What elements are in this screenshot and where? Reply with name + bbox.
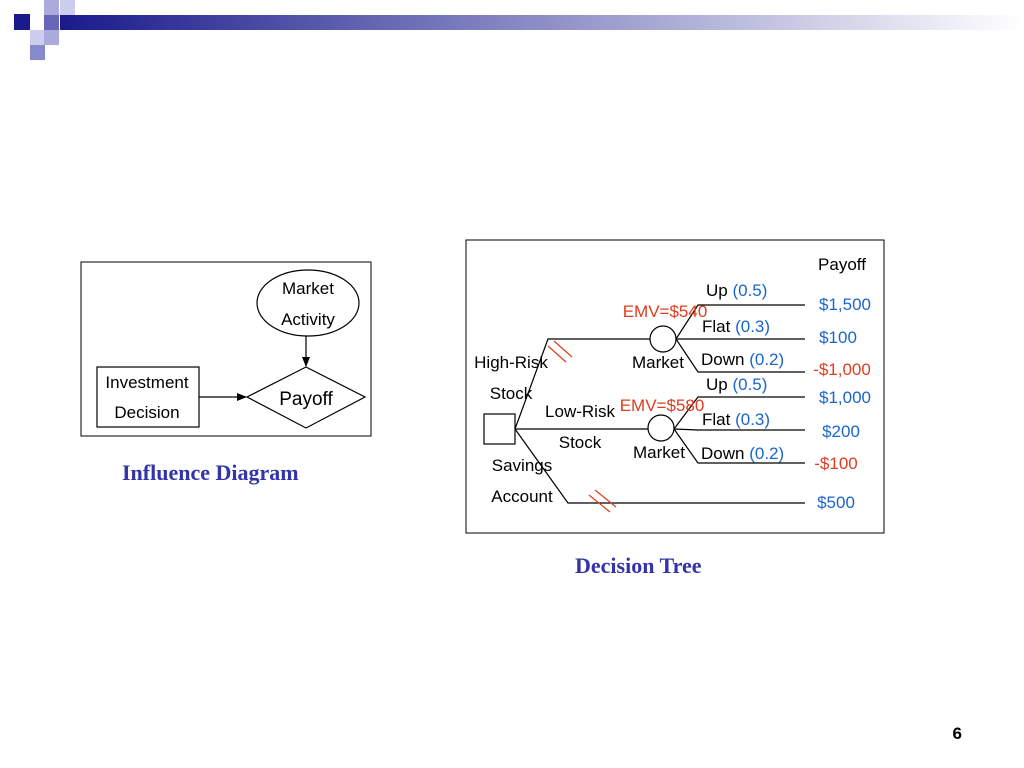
- payoff-value: $100: [819, 328, 857, 347]
- header-square: [44, 15, 59, 30]
- market-label: Market: [632, 353, 684, 372]
- high-risk-label: High-Risk: [474, 353, 548, 372]
- payoff-value: $1,000: [819, 388, 871, 407]
- outcome-label: Down (0.2): [701, 444, 784, 463]
- header-square: [14, 14, 30, 30]
- low-risk-label: Low-Risk: [545, 402, 615, 421]
- outcome-state: Up: [706, 281, 728, 300]
- outcome-label: Flat (0.3): [702, 410, 770, 429]
- market-activity-label: Activity: [281, 310, 335, 329]
- decision-tree-frame: [465, 239, 885, 534]
- decision-tree-caption: Decision Tree: [575, 553, 702, 578]
- outcome-line: [673, 396, 805, 430]
- savings-branch-line: [514, 428, 805, 504]
- header-square: [30, 30, 45, 45]
- outcome-label: Up (0.5): [706, 375, 767, 394]
- header-square: [44, 0, 59, 15]
- investment-decision-label: Investment: [105, 373, 188, 392]
- emv-low-risk: EMV=$580: [620, 396, 705, 415]
- payoff-value: $200: [822, 422, 860, 441]
- savings-label: Savings: [492, 456, 552, 475]
- prune-mark: [553, 340, 573, 358]
- outcome-line: [675, 338, 805, 373]
- outcome-label: Flat (0.3): [702, 317, 770, 336]
- prune-mark: [547, 345, 567, 363]
- savings-label: Account: [491, 487, 553, 506]
- low-risk-label: Stock: [559, 433, 602, 452]
- outcome-state: Down: [701, 444, 744, 463]
- chance-node-low-risk: [647, 414, 675, 442]
- header-square: [30, 45, 45, 60]
- outcome-probability: (0.2): [749, 350, 784, 369]
- outcome-probability: (0.3): [735, 317, 770, 336]
- outcome-state: Flat: [702, 410, 731, 429]
- payoff-header: Payoff: [818, 255, 866, 274]
- outcome-probability: (0.2): [749, 444, 784, 463]
- outcome-probability: (0.5): [732, 375, 767, 394]
- emv-high-risk: EMV=$540: [623, 302, 708, 321]
- investment-decision-label: Decision: [114, 403, 179, 422]
- payoff-node-label: Payoff: [279, 389, 333, 410]
- outcome-line: [673, 428, 805, 431]
- outcome-state: Flat: [702, 317, 731, 336]
- outcome-probability: (0.5): [732, 281, 767, 300]
- payoff-value: $500: [817, 493, 855, 512]
- chance-node-high-risk: [649, 325, 677, 353]
- market-activity-node: [256, 269, 360, 337]
- outcome-label: Up (0.5): [706, 281, 767, 300]
- payoff-value: -$100: [814, 454, 857, 473]
- influence-diagram-caption: Influence Diagram: [122, 460, 299, 485]
- payoff-value: -$1,000: [813, 360, 871, 379]
- prune-mark: [594, 489, 617, 508]
- outcome-line: [673, 428, 805, 464]
- outcome-label: Down (0.2): [701, 350, 784, 369]
- header-square: [60, 0, 75, 15]
- payoff-node: [245, 366, 367, 429]
- high-risk-label: Stock: [490, 384, 533, 403]
- outcome-state: Up: [706, 375, 728, 394]
- outcome-state: Down: [701, 350, 744, 369]
- influence-diagram-frame: [80, 261, 372, 437]
- investment-decision-node: [96, 366, 200, 428]
- decision-node: [483, 413, 516, 445]
- payoff-value: $1,500: [819, 295, 871, 314]
- outcome-probability: (0.3): [735, 410, 770, 429]
- market-label: Market: [633, 443, 685, 462]
- header-decoration: [14, 0, 1024, 60]
- prune-mark: [588, 494, 611, 513]
- market-activity-label: Market: [282, 279, 334, 298]
- header-gradient-bar: [60, 15, 1024, 30]
- outcome-line: [675, 304, 805, 340]
- page-number: 6: [952, 724, 962, 743]
- high-risk-branch-line: [514, 338, 650, 430]
- header-square: [44, 30, 59, 45]
